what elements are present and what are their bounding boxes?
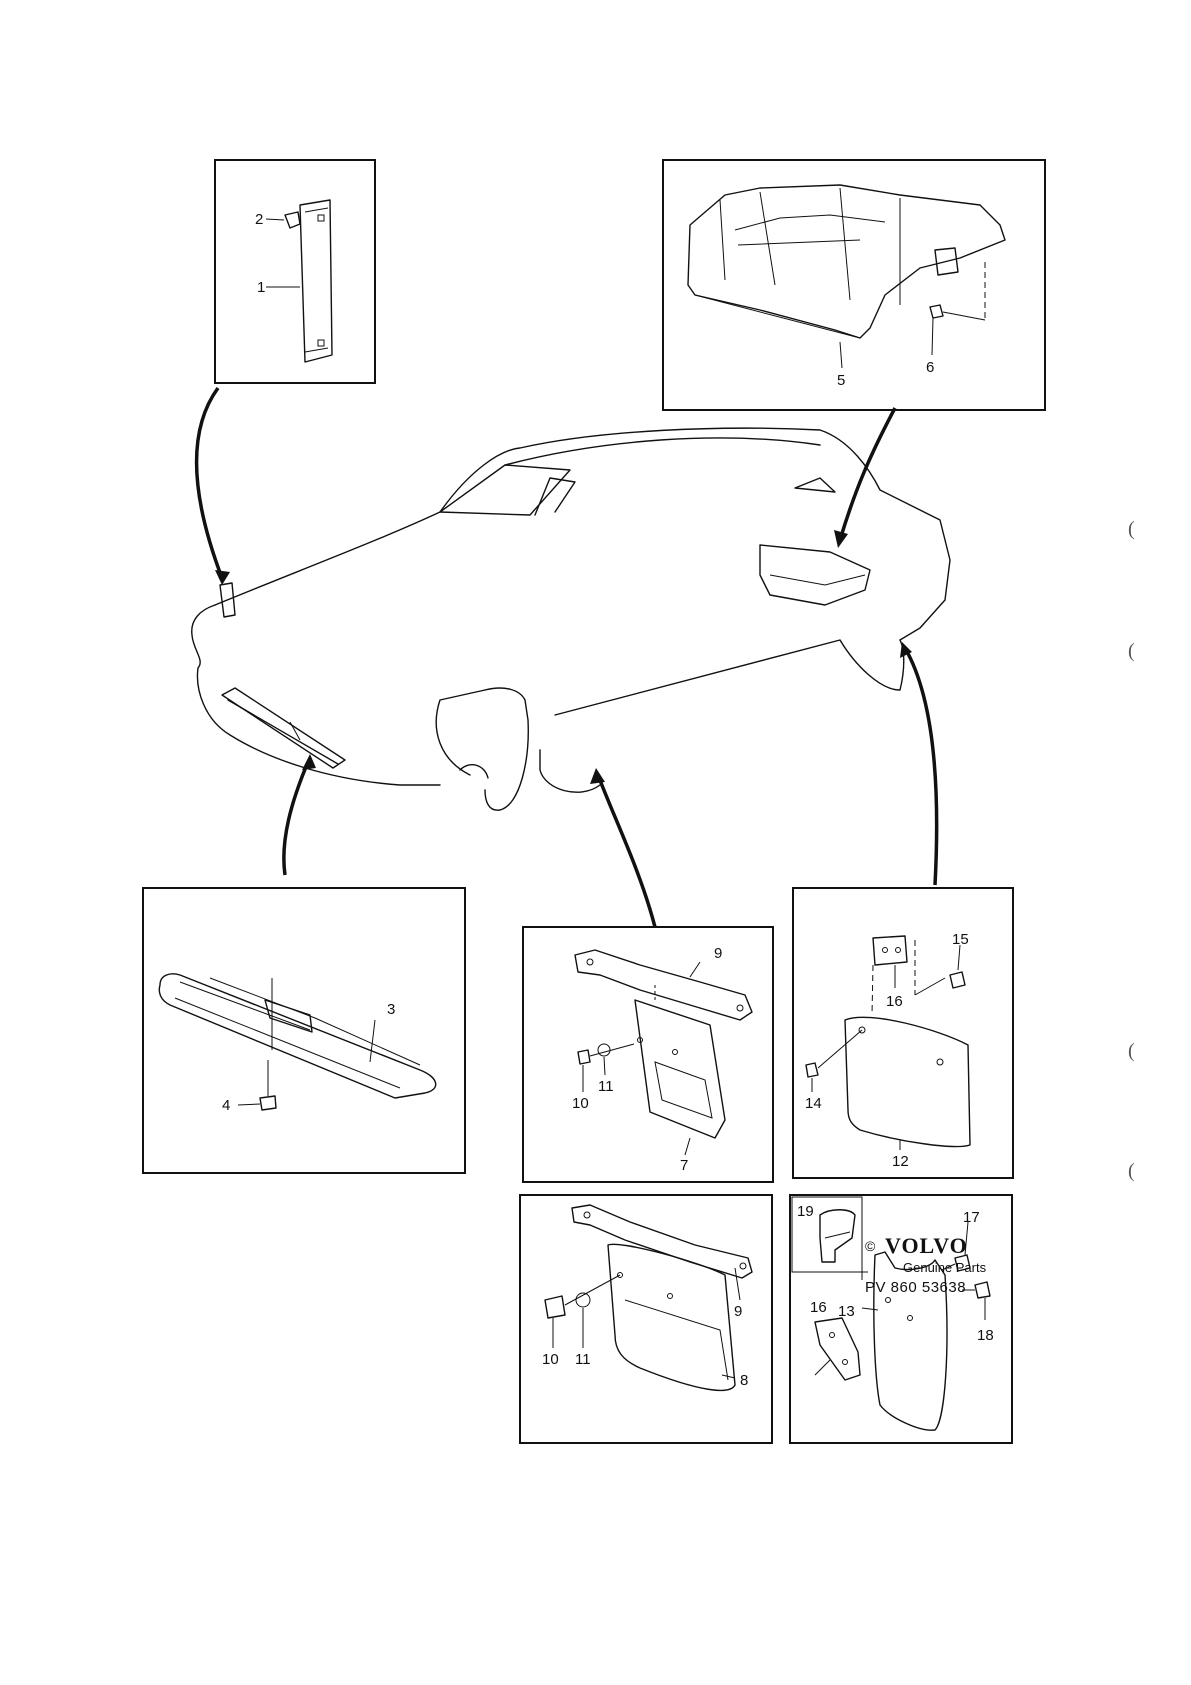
part-code: PV 860 53638 — [865, 1279, 967, 1296]
callout-6: 6 — [926, 359, 934, 376]
copyright-symbol: © — [865, 1238, 876, 1254]
car-outline — [191, 427, 951, 811]
margin-mark: ( — [1128, 1160, 1135, 1182]
brand-logo-text: VOLVO — [885, 1233, 968, 1258]
box-mudflap-front-parts — [522, 926, 774, 1183]
callout-18: 18 — [977, 1327, 994, 1344]
callout-labels: 1 2 3 4 5 6 7 8 9 9 10 10 11 11 12 13 14… — [222, 211, 994, 1389]
callout-16a: 16 — [886, 993, 903, 1010]
brand-subtitle: Genuine Parts — [903, 1260, 987, 1275]
margin-mark: ( — [1128, 518, 1135, 540]
pointer-arrows — [194, 386, 939, 928]
callout-4: 4 — [222, 1097, 230, 1114]
box-mudflap-rear-alt-parts — [789, 1194, 1013, 1444]
callout-11a: 11 — [598, 1078, 614, 1095]
box-floor-panel-parts — [662, 159, 1046, 411]
callout-1: 1 — [257, 279, 265, 296]
callout-14: 14 — [805, 1095, 822, 1112]
callout-10b: 10 — [542, 1351, 559, 1368]
callout-19: 19 — [797, 1203, 814, 1220]
callout-17: 17 — [963, 1209, 980, 1226]
box-front-panel-parts — [214, 159, 376, 384]
callout-10a: 10 — [572, 1095, 589, 1112]
callout-9a: 9 — [714, 945, 722, 962]
callout-7: 7 — [680, 1157, 688, 1174]
callout-16b: 16 — [810, 1299, 827, 1316]
margin-mark: ( — [1128, 640, 1135, 662]
callout-13: 13 — [838, 1303, 855, 1320]
callout-9b: 9 — [734, 1303, 742, 1320]
callout-5: 5 — [837, 372, 845, 389]
callout-2: 2 — [255, 211, 263, 228]
callout-8: 8 — [740, 1372, 748, 1389]
callout-3: 3 — [387, 1001, 395, 1018]
box-mudflap-rear-parts — [792, 887, 1014, 1179]
callout-11b: 11 — [575, 1351, 591, 1368]
callout-12: 12 — [892, 1153, 909, 1170]
box-air-intake-parts — [142, 887, 466, 1174]
box-mudflap-front-alt-parts — [519, 1194, 773, 1444]
callout-15: 15 — [952, 931, 969, 948]
margin-mark: ( — [1128, 1040, 1135, 1062]
